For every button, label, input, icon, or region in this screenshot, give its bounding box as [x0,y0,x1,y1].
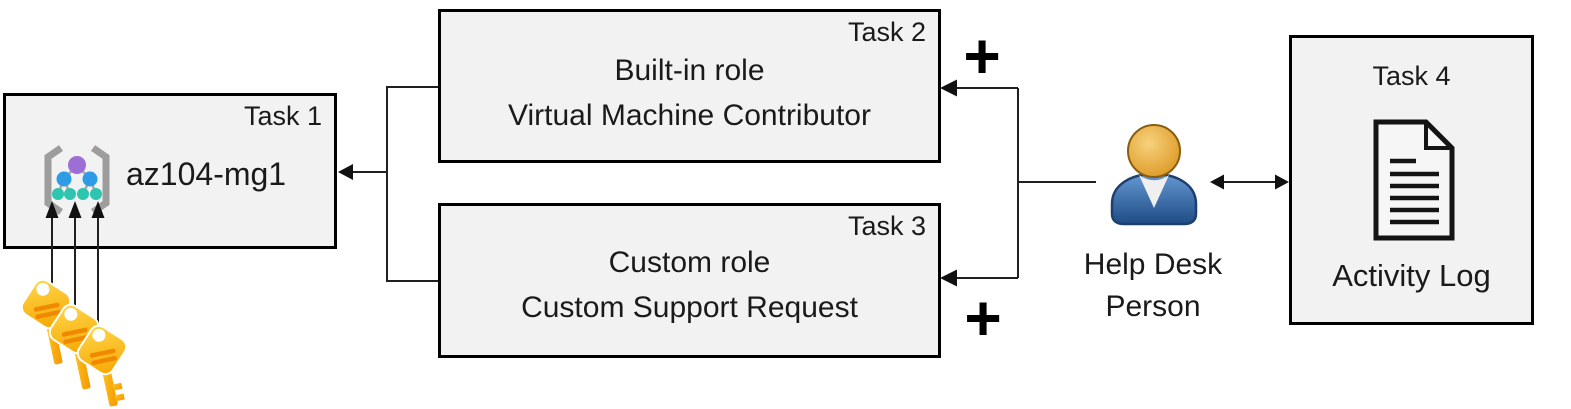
plus-sign-bottom: + [964,282,1002,354]
person-label: Help Desk Person [1043,244,1263,328]
task1-label: Task 1 [243,101,322,131]
arrowhead-double-right-icon [1275,174,1289,190]
person-icon [1106,124,1202,231]
task4-box: Task 4 Activity Log [1289,35,1534,325]
arrowhead-double-left-icon [1210,174,1224,190]
person-label-line2: Person [1105,290,1201,323]
document-icon [1373,119,1455,241]
task1-box: Task 1 az104-mg1 [3,93,337,249]
task3-role-type: Custom role [608,246,771,279]
person-label-line1: Help Desk [1083,248,1223,281]
task2-role-type: Built-in role [614,54,765,87]
left-branch-connector [386,86,438,282]
task4-label: Task 4 [1372,61,1451,91]
task2-label: Task 2 [847,17,926,47]
task3-role-name: Custom Support Request [521,291,858,324]
task4-caption: Activity Log [1332,258,1491,293]
arrowhead-into-task2-icon [940,79,957,97]
key-icon [76,324,128,408]
task3-label: Task 3 [847,211,926,241]
plus-sign-top: + [963,20,1001,92]
task2-role-name: Virtual Machine Contributor [508,99,871,132]
arrowhead-into-task3-icon [940,269,957,287]
task2-box: Task 2 Built-in role Virtual Machine Con… [438,9,941,163]
task3-box: Task 3 Custom role Custom Support Reques… [438,203,941,358]
management-group-name: az104-mg1 [126,156,287,192]
arrowhead-into-task1-icon [338,164,353,180]
management-group-icon [44,145,110,215]
